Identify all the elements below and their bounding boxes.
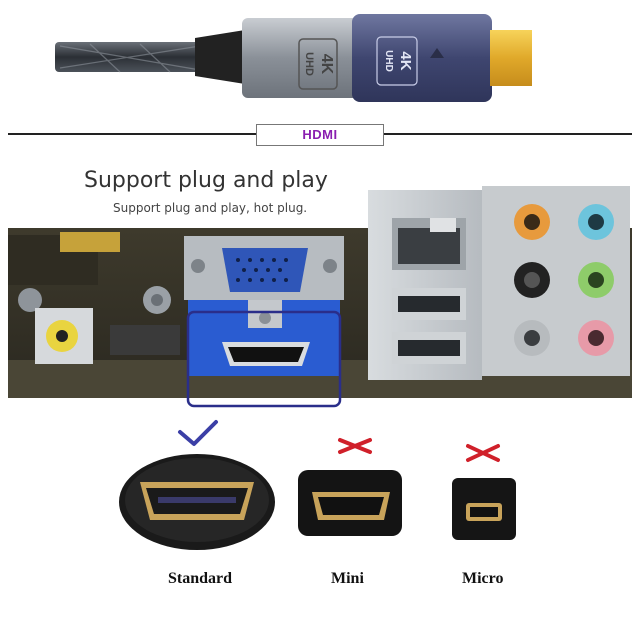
- cross-icon: [466, 444, 500, 462]
- uhd-badge-gray: 4K UHD: [298, 38, 338, 90]
- svg-text:4K: 4K: [318, 54, 335, 75]
- section-tab: HDMI: [256, 124, 384, 146]
- uhd-badge-blue: 4K UHD: [376, 36, 418, 86]
- cross-icon: [338, 438, 372, 454]
- connector-mini: [298, 438, 402, 536]
- check-icon: [178, 420, 218, 446]
- headline: Support plug and play: [84, 168, 328, 193]
- motherboard: [8, 186, 632, 408]
- svg-text:4K: 4K: [397, 51, 414, 70]
- svg-text:UHD: UHD: [383, 50, 394, 72]
- connector-standard: [119, 420, 275, 550]
- subheadline: Support plug and play, hot plug.: [113, 201, 308, 215]
- label-standard: Standard: [168, 570, 233, 587]
- label-mini: Mini: [331, 570, 364, 587]
- connector-micro: [452, 444, 516, 540]
- hdmi-cable: [55, 14, 532, 102]
- svg-text:UHD: UHD: [303, 52, 315, 76]
- label-micro: Micro: [462, 570, 504, 587]
